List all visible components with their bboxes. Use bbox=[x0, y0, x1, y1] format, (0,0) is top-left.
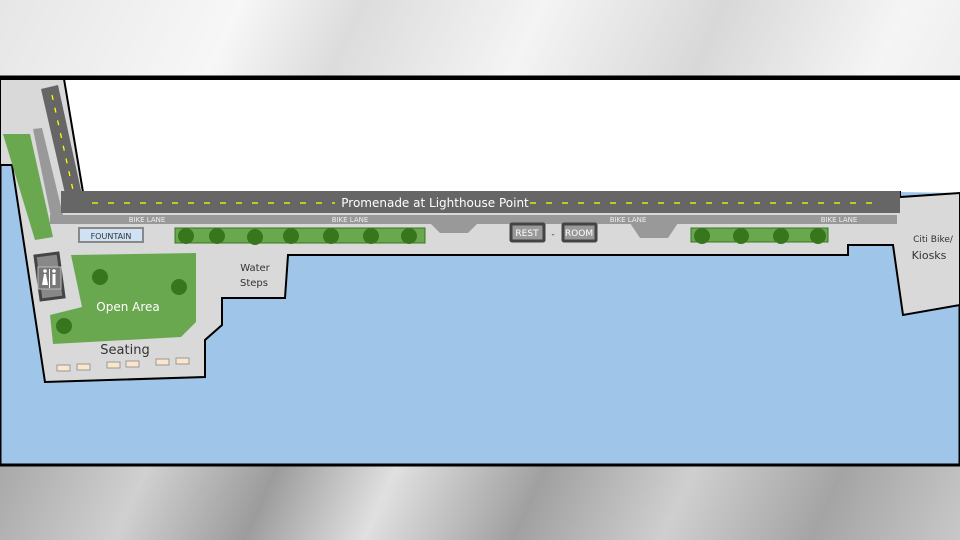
bike-lane-label: BIKE LANE bbox=[129, 216, 166, 224]
benches bbox=[56, 357, 190, 372]
tree-icon bbox=[323, 228, 339, 244]
road-vertical bbox=[41, 85, 82, 198]
tree-icon bbox=[283, 228, 299, 244]
bench bbox=[155, 358, 170, 366]
road-promenade bbox=[61, 191, 900, 213]
restroom-icon bbox=[37, 266, 62, 290]
kiosks-label: Kiosks bbox=[912, 249, 947, 262]
open-area bbox=[50, 253, 196, 344]
fountain bbox=[78, 227, 144, 243]
tree-icon bbox=[178, 228, 194, 244]
tree-icon bbox=[209, 228, 225, 244]
bench bbox=[56, 364, 71, 372]
left-green-strip bbox=[3, 134, 53, 240]
bike-lane-vertical bbox=[33, 128, 63, 222]
tree-icon bbox=[247, 229, 263, 245]
restroom-label-right: ROOM bbox=[565, 229, 593, 239]
bench bbox=[125, 360, 140, 368]
planter-trees bbox=[694, 228, 826, 244]
planter bbox=[690, 227, 829, 243]
bench bbox=[76, 363, 91, 371]
tree-icon bbox=[171, 279, 187, 295]
tree-icon bbox=[56, 318, 72, 334]
water-steps-label: Steps bbox=[240, 278, 268, 289]
restroom-block bbox=[509, 222, 546, 243]
fountain-label: FOUNTAIN bbox=[91, 232, 132, 241]
promenade-label: Promenade at Lighthouse Point bbox=[341, 196, 529, 210]
tree-icon bbox=[694, 228, 710, 244]
lane-marking bbox=[51, 94, 74, 191]
tree-icon bbox=[733, 228, 749, 244]
city-block bbox=[64, 79, 960, 193]
planter-trees bbox=[178, 228, 417, 245]
restroom-separator: - bbox=[551, 230, 554, 240]
bike-lane-label: BIKE LANE bbox=[332, 216, 369, 224]
bike-lane-label: BIKE LANE bbox=[821, 216, 858, 224]
bike-lane-bump bbox=[430, 223, 478, 233]
top-border bbox=[0, 78, 960, 80]
tree-icon bbox=[401, 228, 417, 244]
bike-lane-bump bbox=[630, 223, 678, 238]
tree-icon bbox=[810, 228, 826, 244]
tree-icon bbox=[773, 228, 789, 244]
planter bbox=[174, 227, 426, 244]
restroom-block bbox=[561, 222, 598, 243]
open-area-label: Open Area bbox=[96, 300, 159, 314]
bike-lane bbox=[50, 215, 897, 224]
tree-icon bbox=[363, 228, 379, 244]
citibike-label: Citi Bike/ bbox=[913, 235, 954, 245]
restroom-label-left: REST bbox=[515, 229, 539, 239]
water-steps-label: Water bbox=[240, 263, 270, 274]
bike-lane-label: BIKE LANE bbox=[610, 216, 647, 224]
bottom-background-band bbox=[0, 465, 960, 540]
bench bbox=[175, 357, 190, 365]
seating-label: Seating bbox=[100, 343, 149, 358]
bench bbox=[106, 361, 121, 369]
tree-icon bbox=[92, 269, 108, 285]
